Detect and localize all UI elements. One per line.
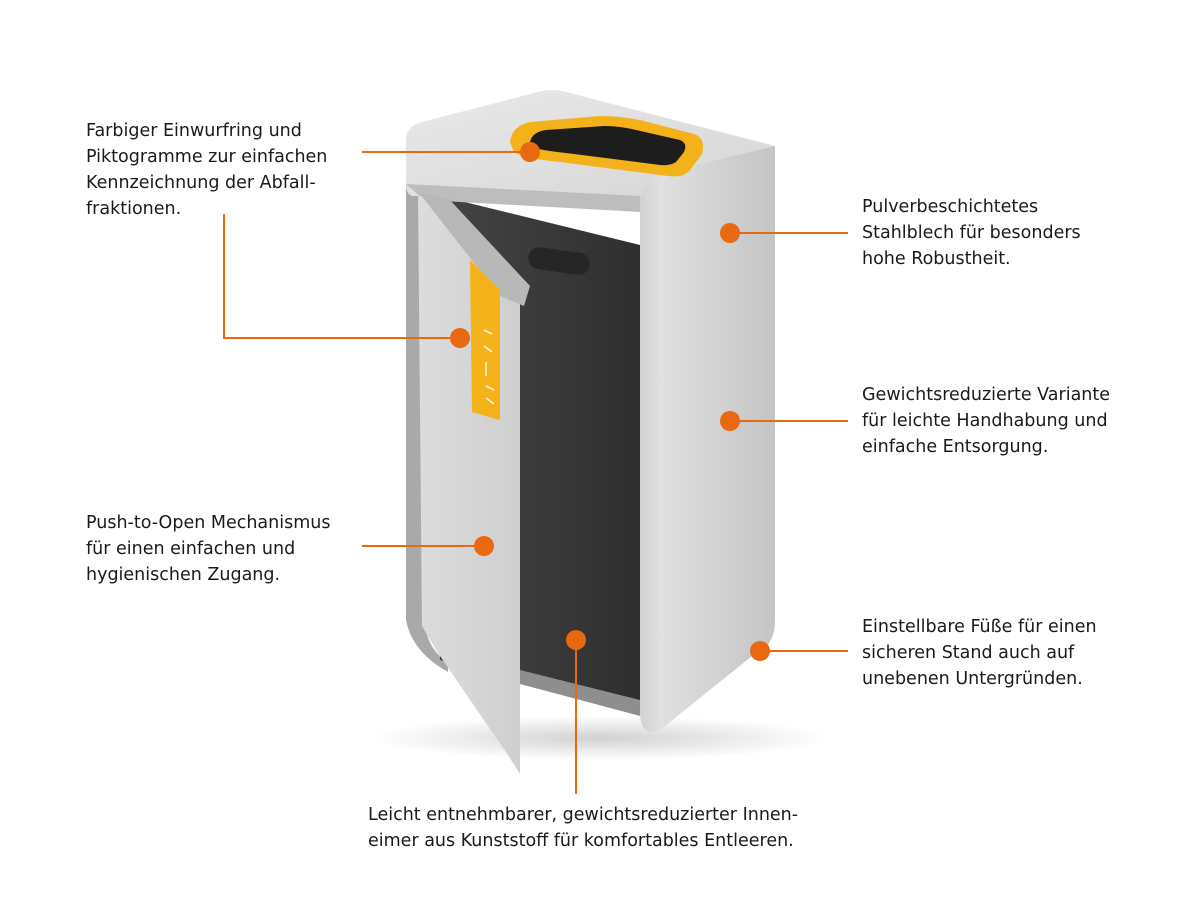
callout-line: Farbiger Einwurfring und	[86, 121, 302, 141]
callout-line: für leichte Handhabung und	[862, 411, 1108, 431]
bin-side-panel	[640, 146, 775, 732]
callout-line: fraktionen.	[86, 199, 182, 219]
callout-line: unebenen Untergründen.	[862, 669, 1083, 689]
dot-weight	[720, 411, 740, 431]
dot-feet	[750, 641, 770, 661]
callout-line: sicheren Stand auch auf	[862, 643, 1075, 663]
leader-picto	[223, 214, 460, 339]
callout-ring-label: Farbiger Einwurfring und Piktogramme zur…	[86, 118, 327, 222]
callout-weight-label: Gewichtsreduzierte Variante für leichte …	[862, 382, 1110, 460]
callout-feet-label: Einstellbare Füße für einen sicheren Sta…	[862, 614, 1097, 692]
callout-line: hohe Robustheit.	[862, 249, 1011, 269]
callout-line: Leicht entnehmbarer, gewichtsreduzierter…	[368, 805, 799, 825]
callout-line: Einstellbare Füße für einen	[862, 617, 1097, 637]
callout-line: Kennzeichnung der Abfall-	[86, 173, 316, 193]
dot-steel	[720, 223, 740, 243]
insertion-opening	[530, 126, 686, 166]
door-flange	[420, 194, 530, 306]
dot-picto	[450, 328, 470, 348]
callout-line: hygienischen Zugang.	[86, 565, 281, 585]
bin-handle-slot	[528, 247, 590, 275]
bin-lid-front-edge	[406, 184, 640, 212]
callout-bucket-label: Leicht entnehmbarer, gewichtsreduzierter…	[368, 802, 798, 854]
pictogram-glyphs	[483, 329, 495, 405]
bin-left-frame	[406, 180, 448, 672]
callout-lines	[223, 151, 848, 794]
callout-line: Push-to-Open Mechanismus	[86, 513, 331, 533]
callout-line: Piktogramme zur einfachen	[86, 147, 328, 167]
dot-bucket	[566, 630, 586, 650]
callout-line: Gewichtsreduzierte Variante	[862, 385, 1111, 405]
ground-shadow	[370, 716, 830, 760]
callout-dots	[450, 142, 770, 661]
callout-line: eimer aus Kunststoff für komfortables En…	[368, 831, 794, 851]
bin-bottom-rail	[520, 670, 640, 716]
callout-steel-label: Pulverbeschichtetes Stahlblech für beson…	[862, 194, 1081, 272]
callout-line: Pulverbeschichtetes	[862, 197, 1039, 217]
callout-line: einfache Entsorgung.	[862, 437, 1049, 457]
dot-ring	[520, 142, 540, 162]
dot-push	[474, 536, 494, 556]
callout-line: Stahlblech für besonders	[862, 223, 1081, 243]
pictogram-strip	[470, 260, 500, 420]
waste-bin	[406, 90, 775, 774]
callout-push-label: Push-to-Open Mechanismus für einen einfa…	[86, 510, 331, 588]
callout-line: für einen einfachen und	[86, 539, 296, 559]
